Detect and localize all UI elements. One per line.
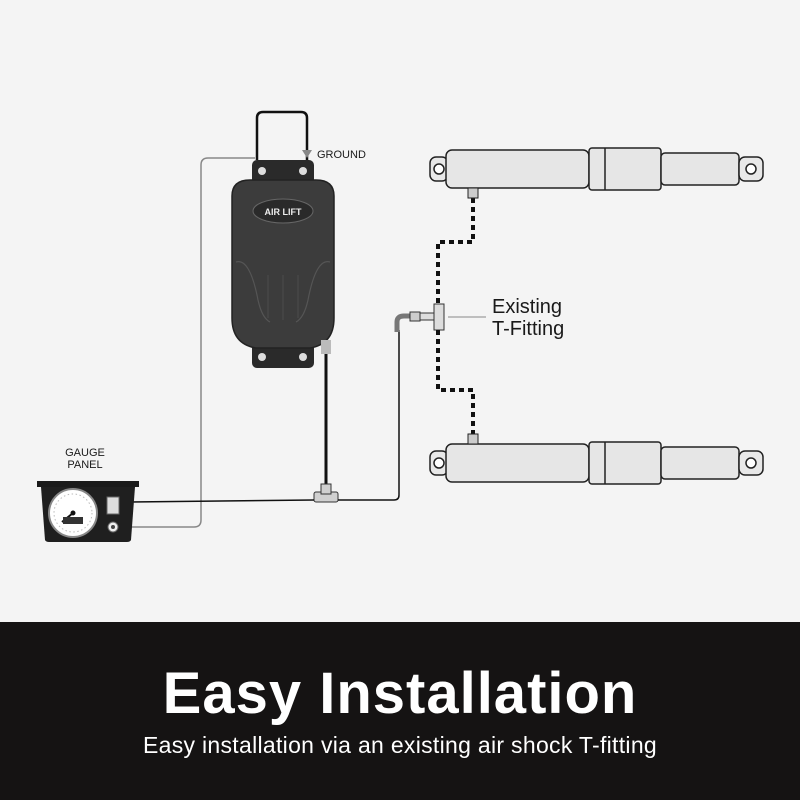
compressor-outlet: [321, 340, 331, 354]
air-shock-lower: [429, 433, 764, 485]
ground-wire: [255, 110, 309, 160]
t-fitting-label-line1: Existing: [492, 296, 562, 318]
air-lift-logo-text: AIR LIFT: [265, 207, 302, 217]
t-fitting-label-line2: T-Fitting: [492, 318, 564, 340]
inflate-switch-icon: [106, 496, 120, 515]
air-lift-logo: [252, 198, 314, 224]
installation-diagram: AIR LIFT GROUND Ex: [37, 110, 764, 542]
air-shock-upper: [429, 147, 764, 199]
gauge-panel: [37, 481, 139, 542]
power-wire: [130, 157, 255, 528]
gauge-panel-label-line1: GAUGE: [65, 447, 105, 459]
compressor: AIR LIFT: [231, 179, 335, 354]
existing-t-fitting: [419, 303, 445, 331]
inline-tee-fitting: [313, 483, 339, 503]
existing-air-line-upper: [436, 198, 475, 304]
existing-air-line-lower: [436, 330, 475, 434]
ground-label: GROUND: [317, 149, 366, 161]
gauge-panel-label-line2: PANEL: [67, 459, 102, 471]
banner: Easy Installation Easy installation via …: [0, 622, 800, 800]
gauge-air-line: [129, 499, 315, 503]
banner-title: Easy Installation: [162, 661, 638, 726]
elbow-fitting: [394, 313, 412, 332]
ground-arrow-icon: [302, 150, 312, 158]
supply-air-line: [338, 330, 400, 501]
banner-subtitle: Easy installation via an existing air sh…: [142, 732, 658, 758]
